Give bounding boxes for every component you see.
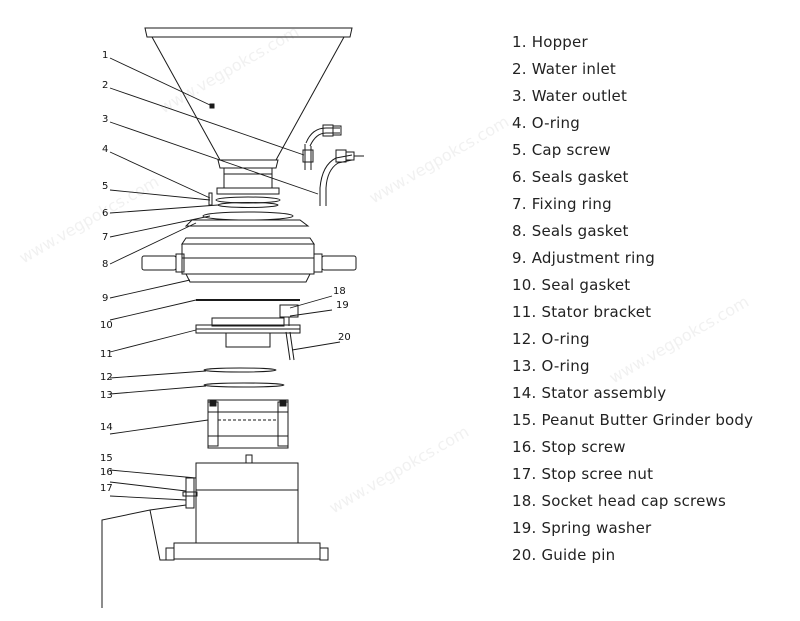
legend-item: 14.Stator assembly — [512, 381, 753, 408]
legend-number: 14. — [512, 384, 537, 402]
legend-number: 19. — [512, 519, 537, 537]
legend-item: 10.Seal gasket — [512, 273, 753, 300]
legend-item: 1.Hopper — [512, 30, 753, 57]
legend-label: Hopper — [531, 33, 588, 51]
legend-item: 6.Seals gasket — [512, 165, 753, 192]
callout-5: 5 — [102, 181, 108, 192]
legend-label: Stop scree nut — [541, 465, 654, 483]
legend-label: Stop screw — [541, 438, 626, 456]
legend-item: 9.Adjustment ring — [512, 246, 753, 273]
callout-11: 11 — [100, 349, 113, 360]
callout-6: 6 — [102, 208, 108, 219]
water-pipes — [302, 124, 364, 206]
legend-number: 18. — [512, 492, 537, 510]
legend-number: 6. — [512, 168, 527, 186]
stator-bracket — [195, 304, 301, 361]
callout-7: 7 — [102, 232, 108, 243]
legend-item: 11.Stator bracket — [512, 300, 753, 327]
legend-number: 16. — [512, 438, 537, 456]
legend-number: 4. — [512, 114, 527, 132]
callout-3: 3 — [102, 114, 108, 125]
legend-number: 15. — [512, 411, 537, 429]
callout-13: 13 — [100, 390, 113, 401]
callout-10: 10 — [100, 320, 113, 331]
legend-label: O-ring — [541, 357, 590, 375]
legend-item: 18.Socket head cap screws — [512, 489, 753, 516]
legend-label: Peanut Butter Grinder body — [541, 411, 754, 429]
parts-legend-list: 1.Hopper 2.Water inlet 3.Water outlet 4.… — [512, 30, 753, 570]
callout-16: 16 — [100, 467, 113, 478]
legend-item: 13.O-ring — [512, 354, 753, 381]
callout-15: 15 — [100, 453, 113, 464]
legend-item: 4.O-ring — [512, 111, 753, 138]
legend-item: 19.Spring washer — [512, 516, 753, 543]
legend-item: 20.Guide pin — [512, 543, 753, 570]
legend-number: 1. — [512, 33, 527, 51]
stator-assembly — [207, 399, 289, 449]
legend-number: 8. — [512, 222, 527, 240]
legend-number: 12. — [512, 330, 537, 348]
grinder-body — [101, 454, 329, 608]
callout-14: 14 — [100, 422, 113, 433]
adjustment-ring — [141, 237, 357, 283]
legend-item: 8.Seals gasket — [512, 219, 753, 246]
legend-item: 7.Fixing ring — [512, 192, 753, 219]
legend-label: Stator bracket — [541, 303, 652, 321]
callout-4: 4 — [102, 144, 108, 155]
legend-label: Stator assembly — [541, 384, 667, 402]
legend-number: 10. — [512, 276, 537, 294]
legend-number: 13. — [512, 357, 537, 375]
o-ring-12 — [203, 367, 277, 373]
exploded-view-diagram: 1 2 3 4 5 6 7 8 9 10 11 12 13 14 15 16 1… — [100, 27, 364, 608]
leader-lines — [109, 57, 341, 501]
callout-9: 9 — [102, 293, 108, 304]
legend-number: 11. — [512, 303, 537, 321]
callout-2: 2 — [102, 80, 108, 91]
legend-label: Spring washer — [541, 519, 652, 537]
legend-number: 17. — [512, 465, 537, 483]
legend-label: Seals gasket — [531, 222, 629, 240]
legend-label: Guide pin — [541, 546, 616, 564]
callout-1: 1 — [102, 50, 108, 61]
legend-item: 2.Water inlet — [512, 57, 753, 84]
callout-8: 8 — [102, 259, 108, 270]
legend-number: 7. — [512, 195, 527, 213]
legend-item: 3.Water outlet — [512, 84, 753, 111]
legend-item: 5.Cap screw — [512, 138, 753, 165]
callout-19: 19 — [336, 300, 349, 311]
legend-label: Socket head cap screws — [541, 492, 727, 510]
legend-item: 12.O-ring — [512, 327, 753, 354]
callout-18: 18 — [333, 286, 346, 297]
legend-number: 20. — [512, 546, 537, 564]
callout-17: 17 — [100, 483, 113, 494]
callout-20: 20 — [338, 332, 351, 343]
legend-label: O-ring — [541, 330, 590, 348]
legend-item: 15.Peanut Butter Grinder body — [512, 408, 753, 435]
legend-label: Seals gasket — [531, 168, 629, 186]
legend-label: Cap screw — [531, 141, 611, 159]
o-ring-13 — [203, 382, 285, 388]
seal-stack — [184, 192, 310, 227]
legend-label: Fixing ring — [531, 195, 612, 213]
callout-12: 12 — [100, 372, 113, 383]
legend-number: 9. — [512, 249, 527, 267]
legend-label: Water inlet — [531, 60, 616, 78]
legend-number: 5. — [512, 141, 527, 159]
legend-number: 3. — [512, 87, 527, 105]
legend-label: Water outlet — [531, 87, 628, 105]
legend-item: 17.Stop scree nut — [512, 462, 753, 489]
legend-label: Adjustment ring — [531, 249, 655, 267]
legend-item: 16.Stop screw — [512, 435, 753, 462]
legend-label: Seal gasket — [541, 276, 631, 294]
legend-number: 2. — [512, 60, 527, 78]
legend-label: O-ring — [531, 114, 580, 132]
